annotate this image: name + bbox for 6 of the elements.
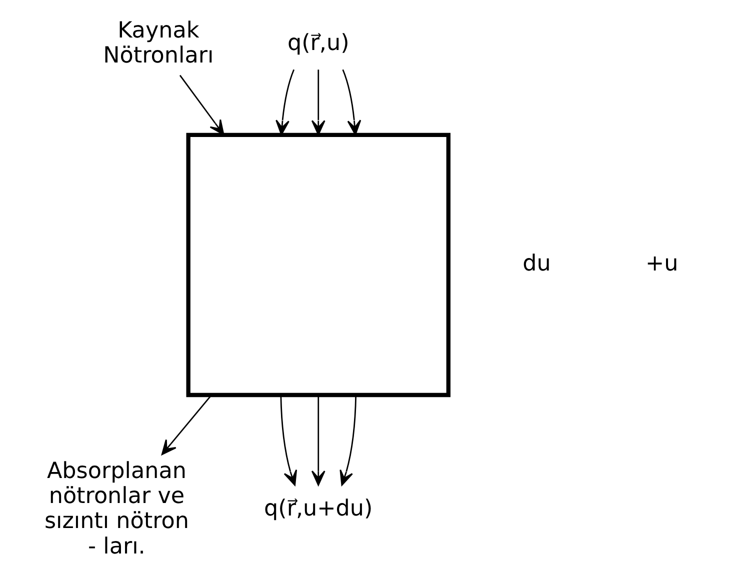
- label: +u: [646, 250, 678, 276]
- node-text: q(r⃗,u): [287, 30, 350, 56]
- node-text: q(r⃗,u+du): [264, 496, 373, 522]
- label: du: [522, 250, 551, 276]
- node-text: Kaynak Nötronları: [103, 17, 214, 68]
- node-text: Absorplanan nötronlar ve sızıntı nötron - ları.: [44, 458, 189, 560]
